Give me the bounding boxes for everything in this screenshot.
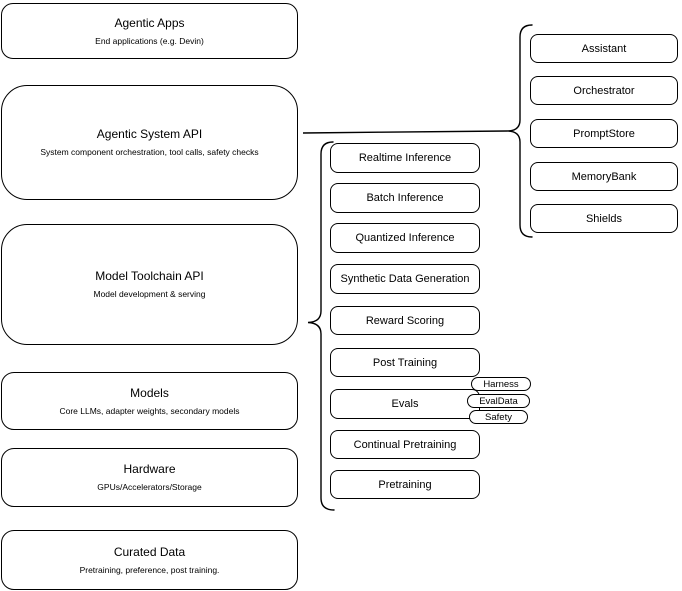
layer-subtitle: Core LLMs, adapter weights, secondary mo…: [59, 405, 240, 416]
eval-tag-label: Safety: [485, 411, 512, 423]
system-component-box-promptstore: PromptStore: [530, 119, 678, 148]
toolchain-box-pretraining: Pretraining: [330, 470, 480, 499]
toolchain-label: Batch Inference: [366, 192, 444, 204]
toolchain-box-post-training: Post Training: [330, 348, 480, 377]
toolchain-label: Synthetic Data Generation: [340, 273, 470, 285]
eval-tag-label: EvalData: [479, 395, 518, 407]
toolchain-box-synthetic-data-generation: Synthetic Data Generation: [330, 264, 480, 294]
system-component-box-orchestrator: Orchestrator: [530, 76, 678, 105]
layer-title: Model Toolchain API: [95, 269, 204, 283]
layer-title: Agentic Apps: [114, 15, 185, 30]
layer-title: Hardware: [123, 462, 176, 476]
toolchain-label: Reward Scoring: [365, 314, 445, 327]
layer-subtitle: End applications (e.g. Devin): [95, 35, 204, 46]
toolchain-label: Evals: [391, 398, 419, 410]
layer-title: Models: [130, 385, 169, 400]
eval-tag-label: Harness: [483, 378, 519, 390]
system-api-to-components-line: [302, 130, 508, 134]
toolchain-brace: [307, 141, 335, 511]
system-component-label: Assistant: [581, 42, 627, 55]
toolchain-label: Quantized Inference: [355, 232, 455, 244]
layer-box-models: Models Core LLMs, adapter weights, secon…: [1, 372, 298, 430]
layer-subtitle: System component orchestration, tool cal…: [40, 147, 259, 157]
layer-title: Agentic System API: [96, 127, 203, 141]
system-component-label: MemoryBank: [571, 170, 637, 183]
toolchain-label: Realtime Inference: [358, 152, 452, 164]
system-components-brace: [506, 24, 533, 238]
system-component-box-memorybank: MemoryBank: [530, 162, 678, 191]
system-component-label: PromptStore: [573, 127, 635, 140]
toolchain-box-batch-inference: Batch Inference: [330, 183, 480, 213]
system-component-box-assistant: Assistant: [530, 34, 678, 63]
system-component-label: Orchestrator: [573, 84, 635, 97]
toolchain-box-quantized-inference: Quantized Inference: [330, 223, 480, 253]
layer-box-agentic-apps: Agentic Apps End applications (e.g. Devi…: [1, 3, 298, 59]
eval-tag-harness: Harness: [471, 377, 531, 391]
toolchain-box-realtime-inference: Realtime Inference: [330, 143, 480, 173]
toolchain-box-reward-scoring: Reward Scoring: [330, 306, 480, 335]
layer-title: Curated Data: [113, 544, 186, 559]
layer-subtitle: Pretraining, preference, post training.: [79, 564, 220, 575]
layer-box-curated-data: Curated Data Pretraining, preference, po…: [1, 530, 298, 590]
toolchain-box-continual-pretraining: Continual Pretraining: [330, 430, 480, 459]
layer-box-model-toolchain-api: Model Toolchain API Model development & …: [1, 224, 298, 345]
eval-tag-evaldata: EvalData: [467, 394, 530, 408]
layer-subtitle: GPUs/Accelerators/Storage: [97, 482, 202, 492]
toolchain-label: Pretraining: [378, 478, 432, 491]
toolchain-label: Continual Pretraining: [353, 438, 457, 451]
toolchain-label: Post Training: [372, 356, 438, 369]
system-component-label: Shields: [585, 212, 623, 225]
layer-box-agentic-system-api: Agentic System API System component orch…: [1, 85, 298, 200]
toolchain-box-evals: Evals: [330, 389, 480, 419]
eval-tag-safety: Safety: [469, 410, 528, 424]
layer-box-hardware: Hardware GPUs/Accelerators/Storage: [1, 448, 298, 507]
system-component-box-shields: Shields: [530, 204, 678, 233]
layer-subtitle: Model development & serving: [93, 289, 206, 299]
